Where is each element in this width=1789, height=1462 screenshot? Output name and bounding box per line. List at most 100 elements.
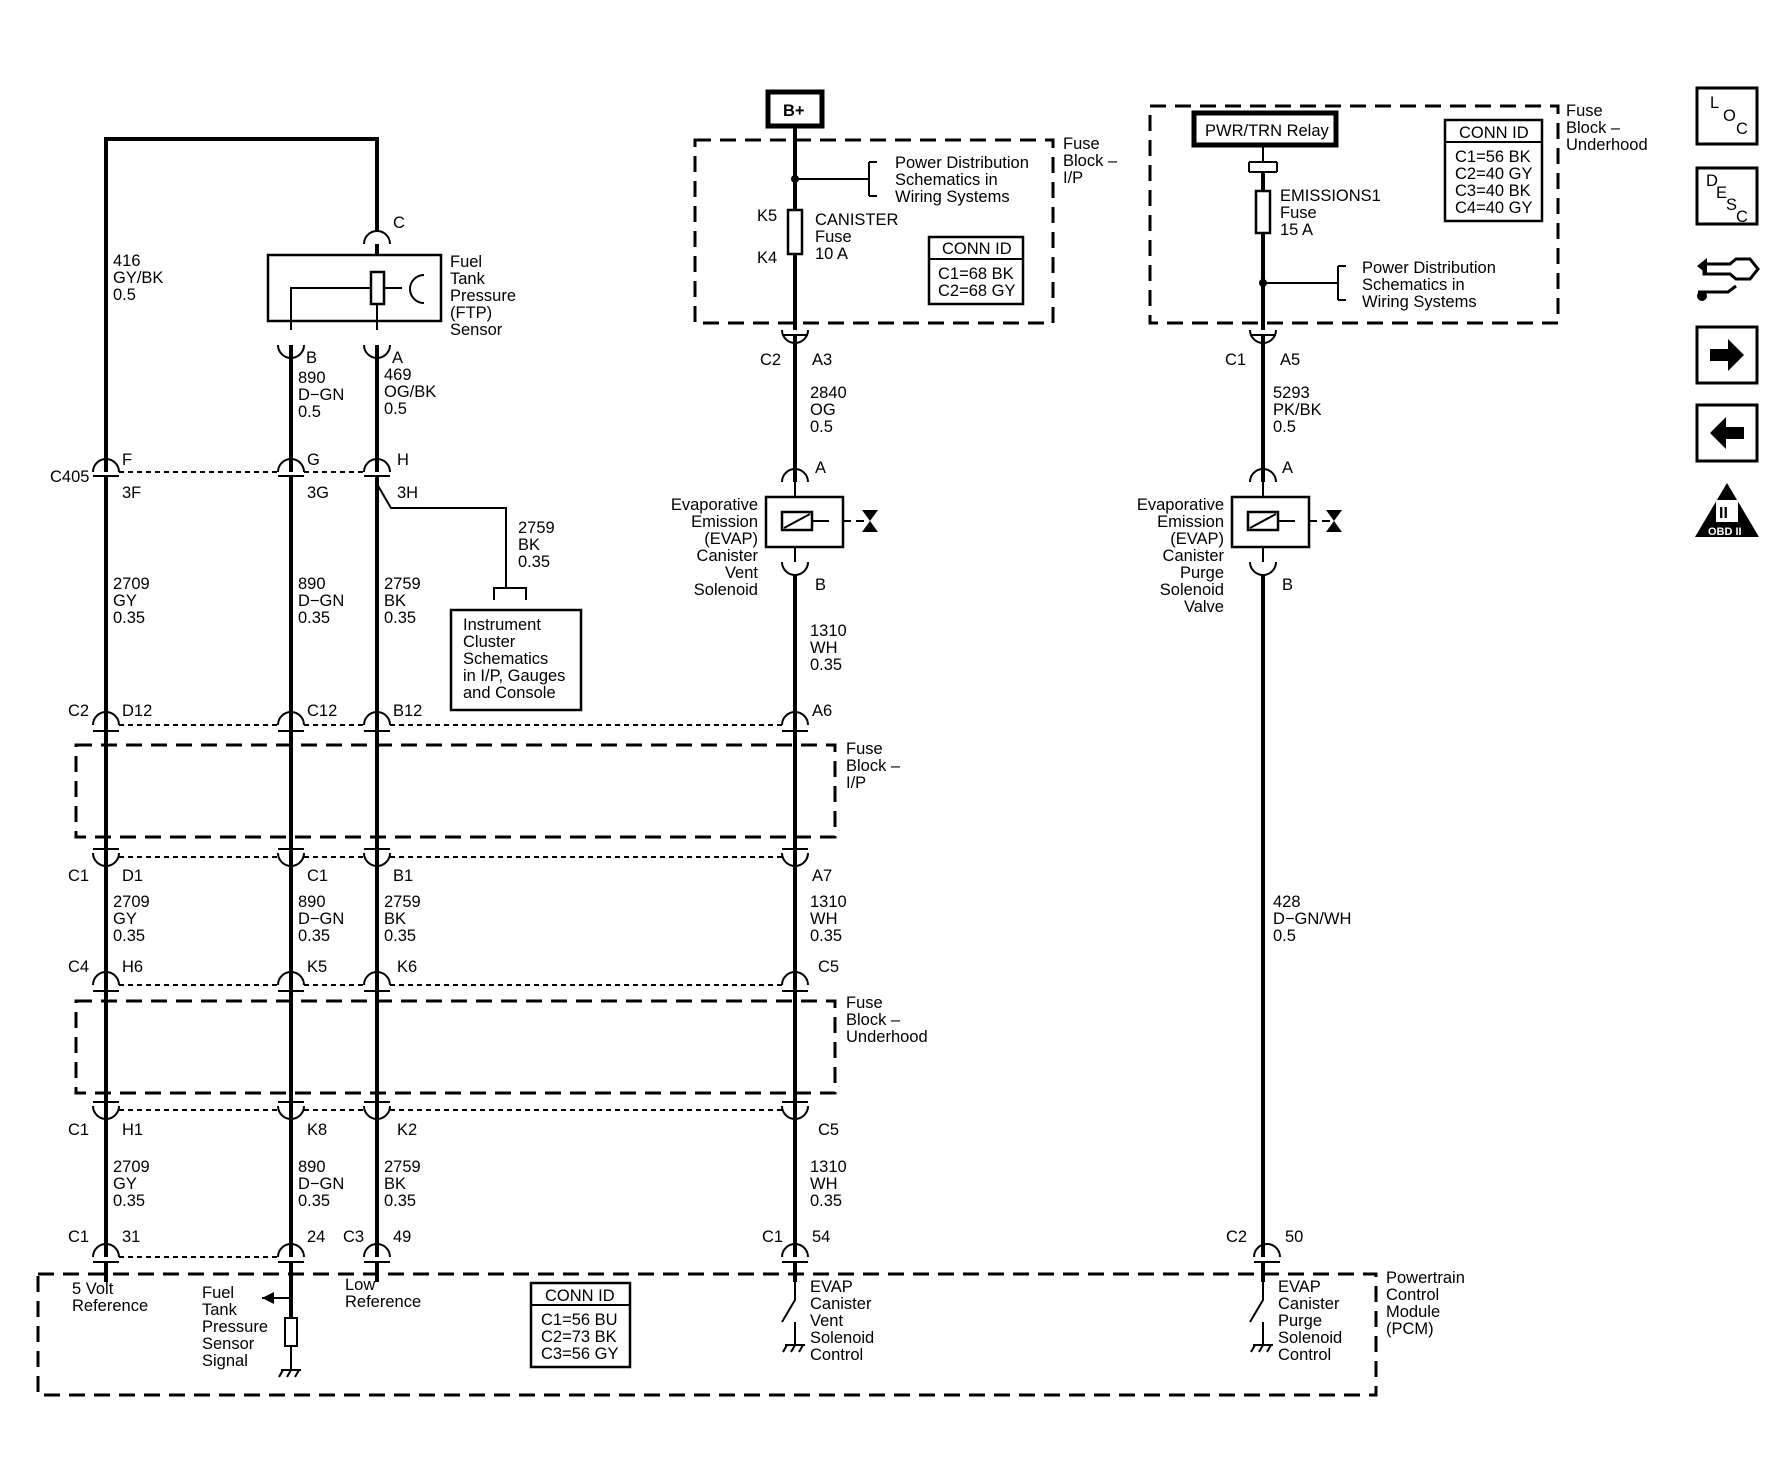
svg-text:D: D	[1706, 172, 1718, 190]
svg-text:C: C	[1736, 208, 1748, 226]
c2-connector-row	[92, 711, 809, 732]
pcm-connector-row	[92, 1243, 1281, 1263]
purge-control-switch	[1249, 1262, 1273, 1353]
c4-pin-k6: K6	[397, 958, 417, 976]
pwr-trn-relay-label: PWR/TRN Relay	[1205, 122, 1330, 140]
pcm-conn-id-title: CONN ID	[545, 1287, 615, 1305]
ftp-pin-a: A	[392, 349, 403, 367]
svg-text:S: S	[1726, 196, 1737, 214]
c405-pin-3h: 3H	[397, 484, 418, 502]
arrow-right-icon	[1710, 339, 1744, 371]
c405-label: C405	[50, 468, 89, 486]
ftp-sensor	[266, 253, 443, 330]
vent-c2-label: C2	[760, 351, 781, 369]
ftp-signal-input	[262, 1262, 301, 1378]
fuse-ip-conn-id-box	[927, 235, 1025, 306]
c405-pin-3g: 3G	[307, 484, 329, 502]
svg-text:C: C	[1736, 120, 1748, 138]
vent-a3-label: A3	[812, 351, 832, 369]
loc-icon: L O C	[1710, 94, 1748, 138]
purge-pin-a: A	[1282, 459, 1293, 477]
c1b-pin-c5: C5	[818, 1121, 839, 1139]
desc-icon: D E S C	[1706, 172, 1748, 226]
connector-c-label: C	[393, 214, 405, 232]
wire-890-label: 890 D−GN 0.5	[298, 369, 349, 421]
svg-text:O: O	[1723, 107, 1736, 125]
c1b-connector-row	[92, 1101, 809, 1120]
splice-2759-branch	[376, 483, 583, 712]
c405-pin-h: H	[397, 451, 409, 469]
purge-pin-b: B	[1282, 576, 1293, 594]
next-button[interactable]	[1695, 325, 1759, 385]
obd-ii-icon: II OBD II	[1695, 483, 1759, 538]
fuse-uh-conn-id-box	[1443, 118, 1544, 223]
c405-connector	[92, 458, 391, 477]
c1-pin-d1: D1	[122, 867, 143, 885]
ftp-pin-b: B	[306, 349, 317, 367]
obd-ii-button[interactable]: II OBD II	[1695, 483, 1759, 538]
c4-pin-k5: K5	[307, 958, 327, 976]
c2-pin-b12: B12	[393, 702, 422, 720]
c1b-label: C1	[68, 1121, 89, 1139]
fuse-ip-conn-id-title: CONN ID	[942, 240, 1012, 258]
c2-pin-c12: C12	[307, 702, 337, 720]
instrument-cluster-label: Instrument Cluster Schematics in I/P, Ga…	[463, 616, 570, 702]
c1b-pin-h1: H1	[122, 1121, 143, 1139]
canister-fuse-symbol	[786, 208, 804, 256]
pcm-pin-50: 50	[1285, 1228, 1303, 1246]
fuse-uh-conn-id-title: CONN ID	[1459, 124, 1529, 142]
wire-2759-label: 2759 BK 0.35	[518, 519, 559, 571]
purge-solenoid-valve	[1230, 482, 1342, 562]
c1-pin-a7: A7	[812, 867, 832, 885]
c4-connector-row	[92, 971, 809, 992]
connector-icon	[1697, 257, 1760, 301]
svg-text:E: E	[1716, 184, 1727, 202]
vent-solenoid	[764, 482, 878, 562]
c4-pin-h6: H6	[122, 958, 143, 976]
svg-text:OBD II: OBD II	[1708, 526, 1742, 538]
pcm-pin-54: 54	[812, 1228, 830, 1246]
emissions1-fuse-symbol	[1254, 189, 1272, 235]
c405-pin-g: G	[307, 451, 320, 469]
loc-button[interactable]: L O C	[1695, 86, 1759, 146]
pcm-c3-label: C3	[343, 1228, 364, 1246]
c2-pin-d12: D12	[122, 702, 152, 720]
arrow-left-icon	[1710, 417, 1744, 449]
vent-control-switch	[781, 1262, 805, 1353]
prev-button[interactable]	[1695, 403, 1759, 463]
c4-label: C4	[68, 958, 89, 976]
desc-button[interactable]: D E S C	[1695, 166, 1759, 226]
fuse-block-ip-box	[74, 743, 837, 839]
purge-a5-label: A5	[1280, 351, 1300, 369]
c2-label: C2	[68, 702, 89, 720]
wire-469-label: 469 OG/BK 0.5	[384, 366, 441, 418]
connector-button[interactable]	[1697, 257, 1760, 301]
fuse-block-ip-top-box	[693, 138, 1055, 325]
c1-label: C1	[68, 867, 89, 885]
